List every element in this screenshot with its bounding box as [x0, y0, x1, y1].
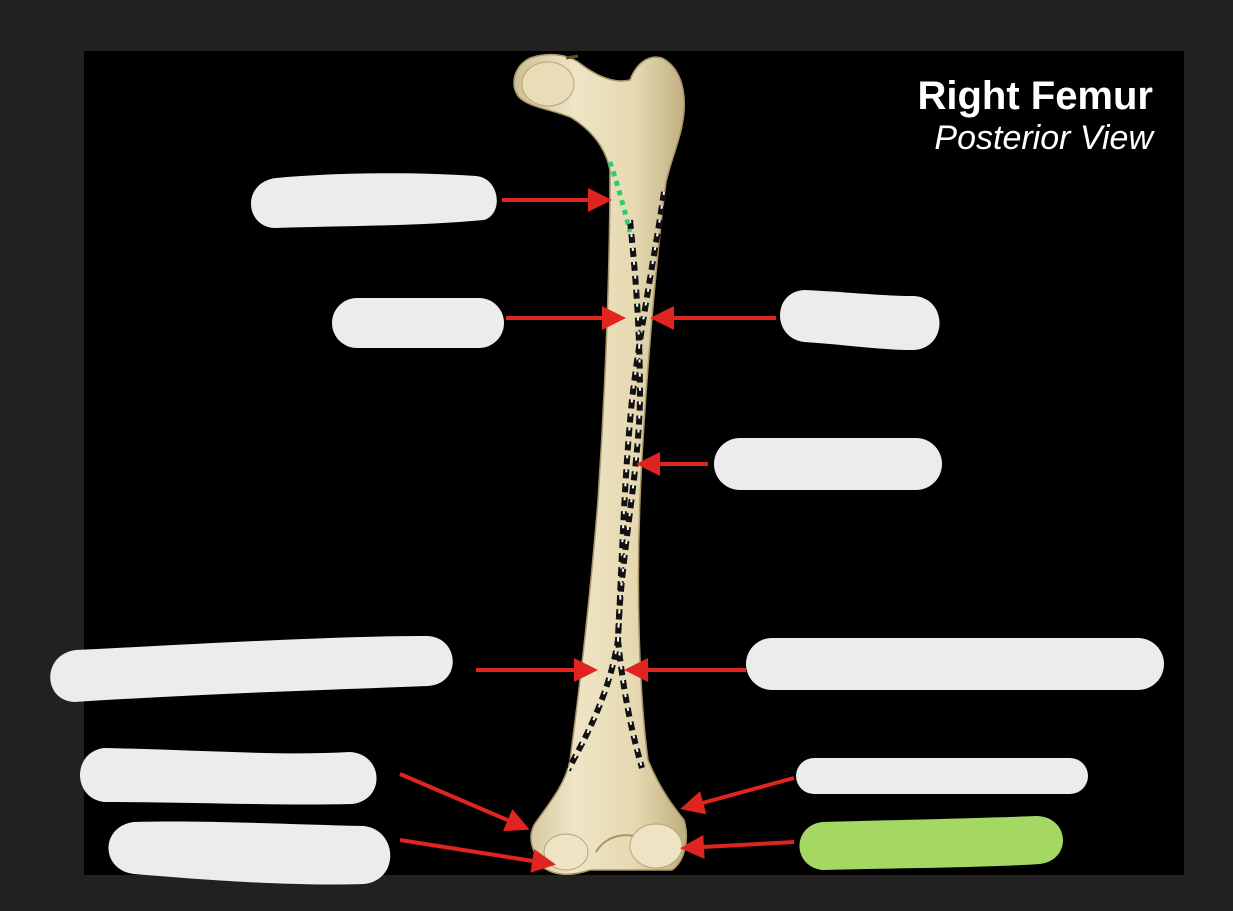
title-block: Right Femur Posterior View [917, 74, 1153, 158]
arrow-7 [399, 772, 530, 832]
label-9[interactable] [796, 758, 1088, 794]
label-10[interactable] [799, 816, 1064, 870]
gluteal-tuberosity-line [607, 161, 633, 233]
label-5[interactable] [50, 636, 453, 702]
diagram-subtitle: Posterior View [934, 119, 1153, 157]
label-2[interactable] [332, 298, 504, 348]
pointer-arrows [399, 188, 795, 873]
arrow-9 [680, 776, 795, 815]
label-4[interactable] [714, 438, 942, 490]
ridge-lines [565, 161, 667, 772]
label-3[interactable] [780, 290, 940, 350]
arrow-8 [399, 838, 556, 873]
femur-bone [513, 53, 688, 875]
diagram-title: Right Femur [917, 74, 1153, 118]
label-blanks [50, 173, 1164, 885]
label-6[interactable] [746, 638, 1164, 690]
label-1[interactable] [251, 173, 497, 228]
label-8[interactable] [108, 821, 391, 885]
arrow-10 [680, 834, 795, 859]
label-7[interactable] [80, 748, 377, 805]
